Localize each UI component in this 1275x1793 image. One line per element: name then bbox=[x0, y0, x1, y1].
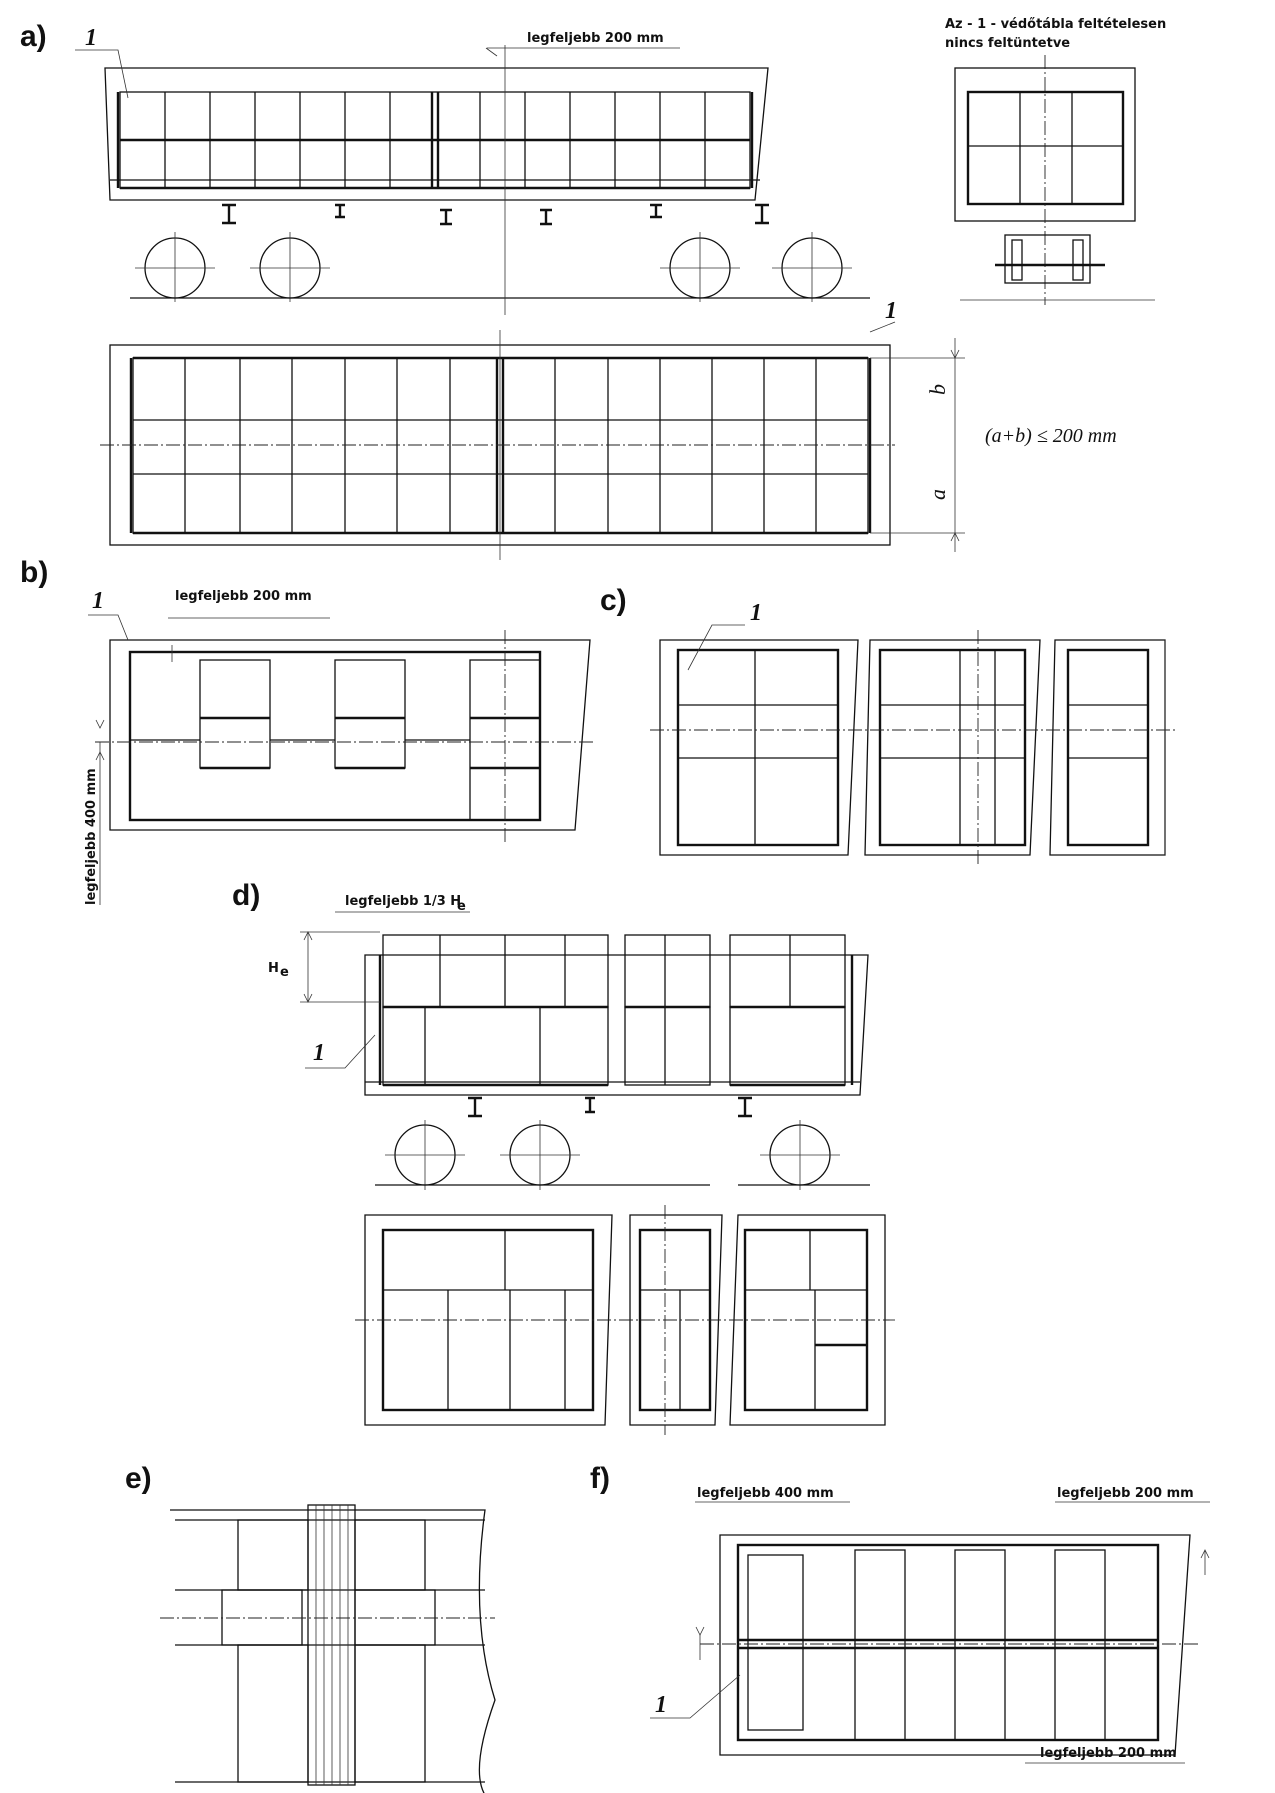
figure-e-plan-view bbox=[160, 1504, 496, 1793]
callout-f-max-200-top: legfeljebb 200 mm bbox=[1057, 1486, 1194, 1501]
leader-line bbox=[650, 1674, 741, 1719]
leader-line bbox=[88, 614, 129, 641]
figure-label-e: e) bbox=[125, 1462, 152, 1495]
label-he: H bbox=[268, 961, 279, 976]
figure-d-plan-view bbox=[355, 1205, 895, 1435]
figure-label-f: f) bbox=[590, 1462, 610, 1495]
callout-item-1-plan: 1 bbox=[885, 298, 897, 324]
formula: (a+b) ≤ 200 mm bbox=[985, 425, 1117, 447]
figure-d-side-view bbox=[300, 931, 870, 1190]
figure-a-side-view bbox=[104, 45, 870, 315]
label-he-sub: e bbox=[280, 965, 289, 980]
callout-d-max-third: legfeljebb 1/3 H bbox=[345, 894, 461, 909]
figure-label-b: b) bbox=[20, 556, 48, 589]
figure-c-plan-view bbox=[650, 630, 1175, 865]
figure-b-plan-view bbox=[95, 630, 595, 905]
callout-item-1-b: 1 bbox=[92, 588, 104, 614]
mesh-pattern bbox=[315, 1505, 349, 1785]
callout-f-max-200-bottom: legfeljebb 200 mm bbox=[1040, 1746, 1177, 1761]
callout-d-he-sub: e bbox=[457, 899, 466, 914]
figure-f-plan-view bbox=[695, 1534, 1210, 1756]
callout-item-1-f: 1 bbox=[655, 1692, 667, 1718]
figure-label-c: c) bbox=[600, 584, 627, 617]
callout-b-max-200: legfeljebb 200 mm bbox=[175, 589, 312, 604]
callout-item-1-d: 1 bbox=[313, 1040, 325, 1066]
leader-line bbox=[869, 321, 896, 333]
dim-a: a bbox=[925, 489, 950, 500]
note-line-2: nincs feltüntetve bbox=[945, 36, 1070, 51]
figure-label-a: a) bbox=[20, 20, 47, 53]
callout-item-1-c: 1 bbox=[750, 600, 762, 626]
callout-item-1: 1 bbox=[85, 25, 97, 51]
figure-a-plan-view bbox=[100, 330, 965, 560]
leader-line bbox=[305, 1034, 376, 1069]
figure-label-d: d) bbox=[232, 879, 260, 912]
callout-max-200: legfeljebb 200 mm bbox=[527, 31, 664, 46]
dim-b: b bbox=[925, 384, 950, 395]
leader-line bbox=[75, 49, 129, 99]
callout-b-max-400: legfeljebb 400 mm bbox=[84, 768, 99, 905]
figure-a-end-view bbox=[954, 55, 1155, 305]
note-line-1: Az - 1 - védőtábla feltételesen bbox=[945, 17, 1166, 32]
callout-f-max-400: legfeljebb 400 mm bbox=[697, 1486, 834, 1501]
leader-line bbox=[687, 624, 745, 671]
